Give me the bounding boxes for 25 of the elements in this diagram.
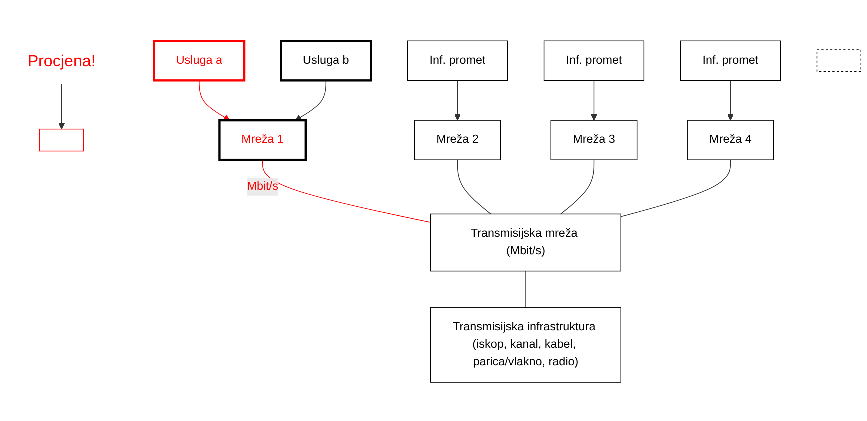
node-box: Mreža 2 [414, 120, 502, 161]
node-box [816, 50, 862, 73]
node-box: Mreža 1 [218, 120, 307, 162]
node-text: Procjena! [28, 52, 96, 70]
node-box: Inf. promet [544, 41, 645, 82]
connector [457, 160, 492, 215]
node-box: Transmisijska infrastruktura (iskop, kanal, kabel, parica/vlakno, radio) [430, 308, 622, 384]
connector [620, 160, 732, 218]
arrow [454, 80, 461, 122]
node-box: Mreža 3 [550, 120, 638, 161]
arrow [58, 84, 66, 130]
edge-label: Mbit/s [247, 180, 278, 194]
node-box: Usluga a [153, 40, 246, 82]
arrow [591, 80, 598, 122]
node-box: Transmisijska mreža (Mbit/s) [430, 214, 622, 272]
node-box: Inf. promet [680, 41, 781, 82]
arrow [727, 80, 734, 122]
connector [262, 160, 432, 224]
node-box: Inf. promet [407, 41, 508, 82]
node-box: Usluga b [280, 40, 372, 82]
connector [560, 160, 595, 215]
arrow [295, 80, 327, 122]
arrow [199, 80, 230, 122]
node-box: Mreža 4 [687, 120, 774, 161]
node-box [40, 129, 84, 152]
